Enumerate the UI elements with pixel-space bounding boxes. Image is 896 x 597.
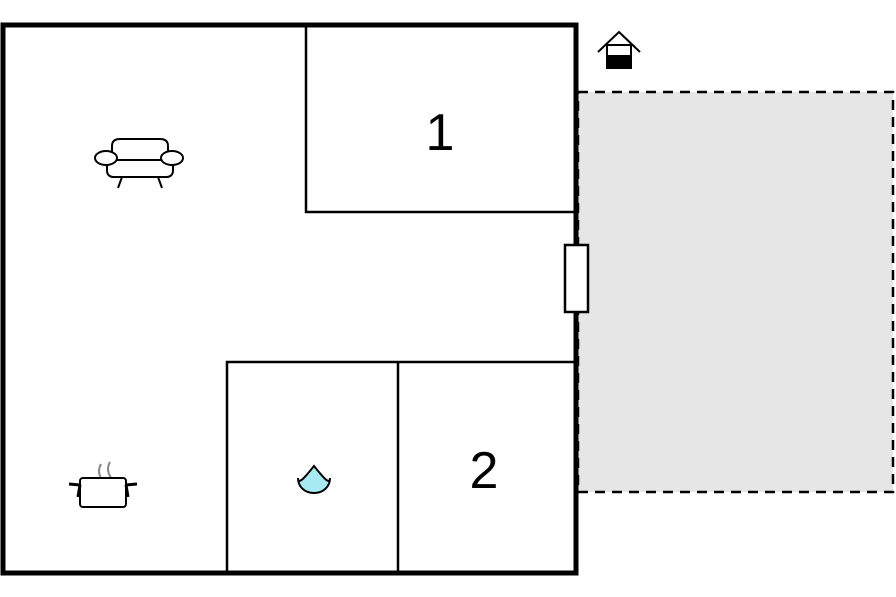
room-label-2: 2 xyxy=(470,442,499,500)
house-entrance-icon xyxy=(597,30,641,69)
terrace-area xyxy=(576,90,895,494)
sofa-icon xyxy=(94,138,184,189)
room-label-1: 1 xyxy=(426,104,455,162)
cooking-pot-icon xyxy=(68,461,138,508)
inner-walls xyxy=(225,25,576,573)
water-drop-icon xyxy=(297,464,331,495)
terrace-door xyxy=(563,243,590,314)
